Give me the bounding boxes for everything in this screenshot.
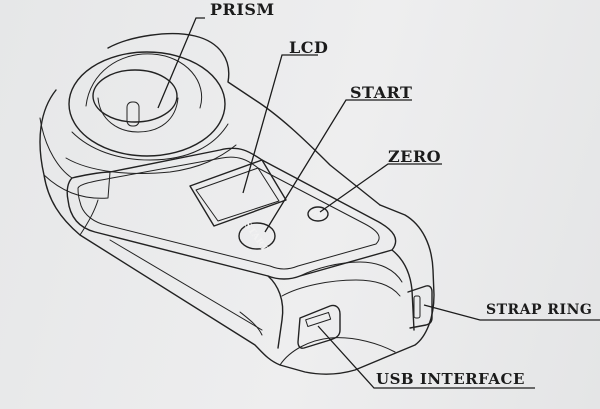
left-bevel (43, 171, 111, 199)
lcd-label: LCD (289, 38, 329, 57)
lower-rim (279, 337, 396, 366)
strap-ring-leader (423, 304, 600, 321)
usb-port-recess (297, 304, 341, 349)
side-seam-3 (239, 311, 263, 336)
front-edge (267, 275, 284, 349)
prism-leader (157, 17, 205, 109)
front-lip (281, 279, 401, 297)
usb-port-slot (305, 311, 332, 328)
zero-button-text: ZERO (309, 209, 327, 220)
zero-label: ZERO (388, 147, 442, 166)
zero-leader (319, 163, 442, 213)
prism-well (92, 69, 178, 123)
prism-well-wall (97, 97, 179, 133)
strap-ring-lug (407, 285, 433, 329)
top-panel-outline (66, 147, 397, 280)
zero-button (307, 206, 329, 222)
prism-label: PRISM (210, 0, 275, 19)
left-side-curve (39, 117, 73, 179)
prism-cup-rim (68, 51, 226, 157)
upper-shell-outline (107, 32, 381, 206)
lcd-inner (195, 167, 280, 222)
prism-glass (126, 101, 140, 127)
prism-cup-base (65, 144, 237, 174)
device-body-outline (39, 89, 435, 375)
side-seam-1 (79, 199, 99, 236)
lcd-frame (189, 159, 287, 227)
prism-cup-lower (71, 123, 229, 161)
prism-cup-inner (85, 53, 203, 109)
start-button (238, 222, 276, 250)
strap-ring-slot (413, 295, 421, 319)
front-corner-right (391, 249, 415, 331)
start-label: START (350, 83, 413, 102)
usb-leader (317, 325, 535, 389)
strap-ring-label: STRAP RING (486, 302, 593, 318)
front-face (299, 261, 403, 283)
lcd-leader (242, 54, 318, 194)
start-leader (264, 99, 412, 233)
side-seam-2 (109, 239, 263, 331)
usb-interface-label: USB INTERFACE (376, 370, 525, 388)
top-panel-inner (77, 156, 380, 270)
